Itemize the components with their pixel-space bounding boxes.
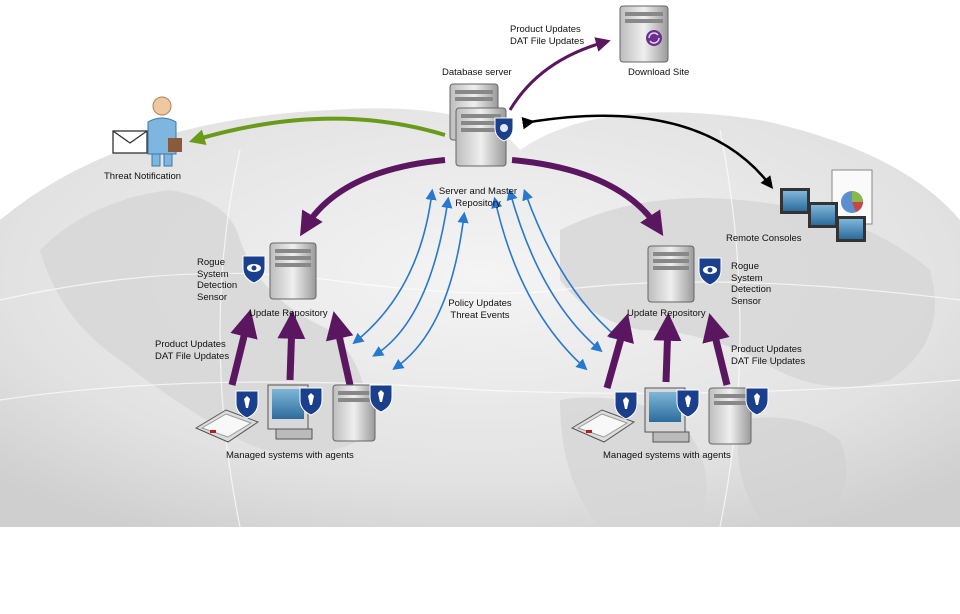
agent-shield-icon — [235, 390, 259, 419]
person-icon — [147, 96, 182, 167]
left-update-repository-server — [269, 242, 317, 300]
arrow-up-right-2 — [653, 312, 682, 383]
label-remote-consoles: Remote Consoles — [726, 233, 802, 244]
right-update-repository-server — [647, 245, 695, 303]
arrow-to-right-repository — [511, 157, 664, 237]
label-product-updates-top: Product Updates DAT File Updates — [510, 24, 585, 47]
label-database-server: Database server — [442, 67, 512, 78]
left-managed-server-icon — [332, 384, 376, 442]
arrow-up-right-1 — [603, 313, 634, 389]
right-managed-server-icon — [708, 387, 752, 445]
blue-arrow-right-3 — [522, 188, 621, 341]
agent-shield-icon — [299, 387, 323, 416]
label-download-site: Download Site — [628, 67, 690, 78]
label-rogue-right: Rogue System Detection Sensor — [731, 261, 772, 307]
label-managed-left: Managed systems with agents — [226, 450, 354, 461]
pie-chart-icon — [831, 169, 873, 225]
arrow-to-left-repository — [300, 157, 446, 237]
monitor-icon — [780, 188, 866, 242]
arrow-up-right-3 — [702, 313, 731, 386]
agent-shield-icon — [369, 384, 393, 413]
master-server-icon — [455, 107, 507, 167]
eye-shield-icon — [698, 257, 722, 286]
arrow-up-left-1 — [228, 309, 258, 386]
arrow-to-threat-notification — [188, 116, 446, 145]
arrow-up-left-3 — [325, 311, 354, 386]
left-managed-laptop-icon — [194, 409, 260, 443]
eye-shield-icon — [242, 255, 266, 284]
agent-shield-icon — [676, 389, 700, 418]
label-policy-threat: Policy Updates Threat Events — [448, 298, 512, 321]
left-managed-desktop-icon — [267, 384, 313, 440]
remote-consoles-icon — [780, 169, 873, 242]
agent-shield-icon — [614, 391, 638, 420]
label-product-updates-left: Product Updates DAT File Updates — [155, 339, 230, 362]
arrow-up-left-2 — [277, 310, 306, 381]
master-shield-icon — [494, 117, 514, 142]
arrow-to-download-site — [508, 37, 611, 111]
right-managed-laptop-icon — [570, 409, 636, 443]
agent-shield-icon — [745, 387, 769, 416]
label-update-repository-left: Update Repository — [249, 308, 328, 319]
label-server-master-repository: Server and Master Repository — [438, 186, 518, 209]
label-product-updates-right: Product Updates DAT File Updates — [731, 344, 806, 367]
label-threat-notification: Threat Notification — [104, 171, 182, 182]
arrow-remote-consoles — [521, 114, 774, 189]
label-rogue-left: Rogue System Detection Sensor — [197, 257, 238, 303]
label-managed-right: Managed systems with agents — [603, 450, 731, 461]
envelope-icon — [112, 130, 148, 154]
arrows-layer — [188, 37, 774, 389]
blue-arrow-left-3 — [392, 211, 469, 370]
label-update-repository-right: Update Repository — [627, 308, 706, 319]
sync-icon — [646, 30, 662, 46]
download-site-server — [619, 5, 669, 63]
